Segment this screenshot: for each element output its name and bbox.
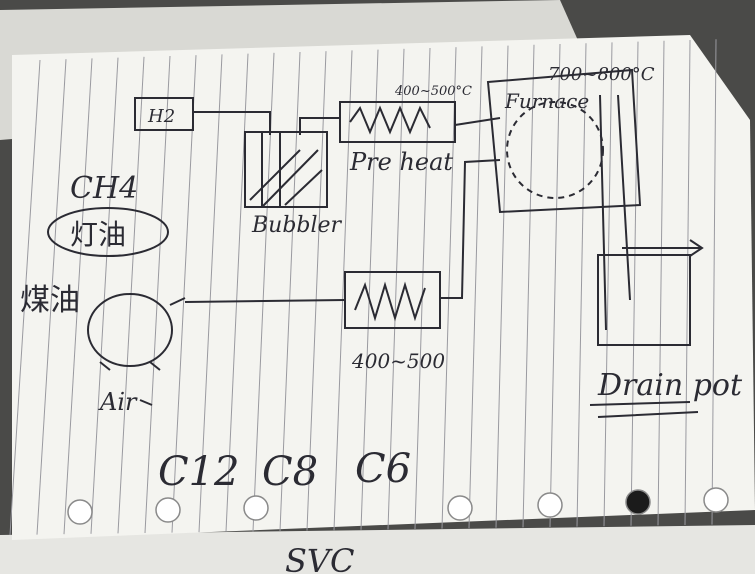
kerosene-label: 煤油 (20, 283, 80, 318)
carbon-number: C12 (158, 449, 240, 495)
air-heater-temp-label: 400~500 (351, 349, 445, 373)
air-label: Air (98, 388, 138, 416)
lamp-oil-label: 灯油 (70, 218, 126, 251)
preheat-label: Pre heat (349, 148, 453, 176)
carbon-numbers: C12 C8 C6 (158, 446, 411, 495)
carbon-number: C6 (355, 446, 411, 492)
carbon-number: C8 (262, 449, 318, 495)
furnace-temp-label: 700~800°C (548, 64, 655, 85)
preheat-temp-label: 400~500°C (394, 84, 472, 99)
page-label: SVC (285, 542, 355, 574)
furnace-label: Furnace (504, 89, 589, 113)
drain-pot-label: Drain pot (597, 368, 743, 403)
ch4-label: CH4 (70, 171, 138, 206)
bubbler-label: Bubbler (251, 213, 343, 238)
h2-label: H2 (147, 106, 175, 127)
